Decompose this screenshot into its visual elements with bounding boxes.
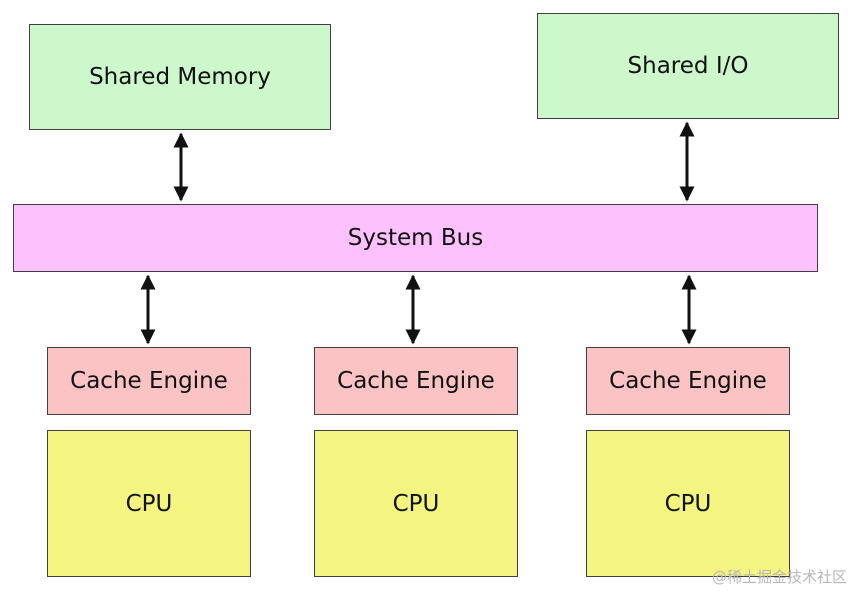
cache-engine-box-1: Cache Engine (47, 347, 251, 415)
cpu-box-3: CPU (586, 430, 790, 577)
cpu-box-2: CPU (314, 430, 518, 577)
system-bus-label: System Bus (347, 225, 484, 251)
shared-memory-box: Shared Memory (29, 24, 331, 130)
system-bus-box: System Bus (13, 204, 818, 272)
cpu-label-3: CPU (664, 490, 712, 517)
cache-engine-label-2: Cache Engine (337, 368, 495, 394)
shared-memory-label: Shared Memory (89, 64, 271, 90)
shared-io-label: Shared I/O (627, 53, 749, 79)
cpu-label-2: CPU (392, 490, 440, 517)
cpu-label-1: CPU (125, 490, 173, 517)
cpu-box-1: CPU (47, 430, 251, 577)
cache-engine-label-3: Cache Engine (609, 368, 767, 394)
cache-engine-box-2: Cache Engine (314, 347, 518, 415)
cache-engine-label-1: Cache Engine (70, 368, 228, 394)
watermark-text: @稀土掘金技术社区 (711, 568, 847, 586)
cache-engine-box-3: Cache Engine (586, 347, 790, 415)
shared-io-box: Shared I/O (537, 13, 839, 119)
